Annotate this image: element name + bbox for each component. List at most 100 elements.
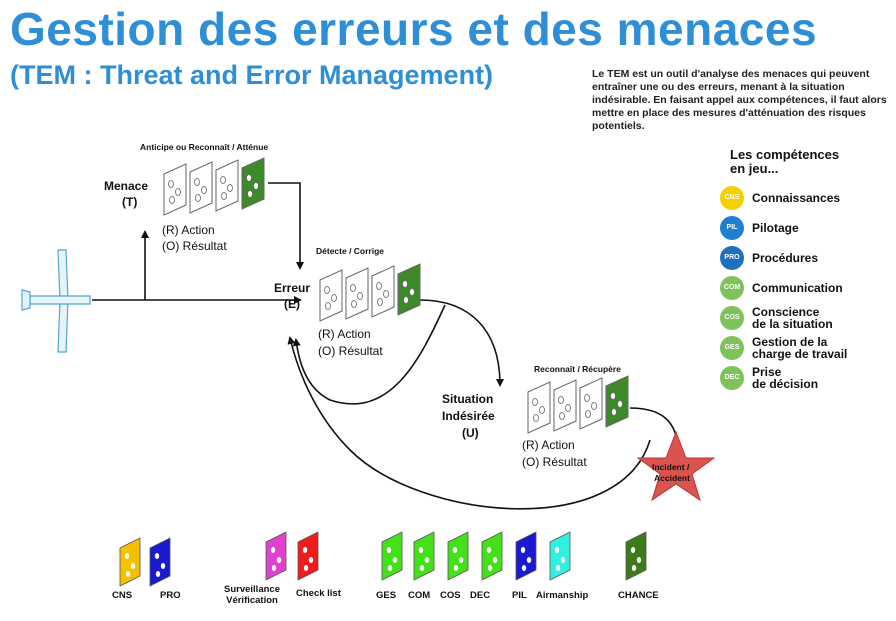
card-dot (559, 412, 565, 420)
card-dot (271, 565, 277, 571)
legend-title-2: en jeu... (730, 161, 779, 177)
card-dot (532, 398, 538, 406)
card-dot (247, 190, 253, 198)
menace-cards (163, 157, 265, 216)
card-dot (520, 547, 526, 553)
card-dot (560, 557, 566, 563)
card-dot (565, 404, 571, 412)
page-subtitle: (TEM : Threat and Error Management) (10, 60, 494, 90)
card-dot (303, 565, 309, 571)
card-dot (584, 394, 590, 402)
legend-title: Les compétences (730, 147, 840, 162)
card-airmanship (549, 531, 571, 581)
card-dot (195, 194, 201, 202)
card-dot (558, 396, 564, 404)
menace-caption: Anticipe ou Reconnaît / Atténue (140, 142, 268, 152)
incident-label: Incident / (652, 462, 690, 472)
card-dot (492, 557, 498, 563)
erreur-caption: Détecte / Corrige (316, 246, 384, 256)
menace-code: (T) (122, 195, 137, 209)
card-dot (486, 547, 492, 553)
card-dot (124, 553, 130, 559)
card-dot (452, 547, 458, 553)
card-dot (194, 178, 200, 186)
card-dot (221, 192, 227, 200)
erreur-action: (R) Action (318, 327, 371, 341)
card-dot (487, 565, 493, 571)
competence-badge: PRO (720, 245, 744, 270)
situation-action: (R) Action (522, 438, 575, 452)
card-cos (447, 531, 469, 581)
card-dot (453, 565, 459, 571)
card-dot (302, 547, 308, 553)
card-dot (154, 553, 160, 559)
card-ges (381, 531, 403, 581)
competence-label: Pilotage (752, 220, 799, 235)
card-dot (631, 565, 637, 571)
situation-code: (U) (462, 426, 479, 440)
page-title: Gestion des erreurs et des menaces (10, 3, 818, 55)
card-dot (554, 547, 560, 553)
situation-label: Situation (442, 392, 493, 406)
card-dot (325, 302, 331, 310)
situation-caption: Reconnaît / Récupère (534, 364, 621, 374)
card-dot (376, 282, 382, 290)
card-dot (220, 176, 226, 184)
glider-icon (21, 249, 91, 353)
card-dot (409, 288, 415, 296)
competence-badge: CNS (720, 185, 744, 210)
card-label-pro: PRO (160, 590, 181, 601)
incident-label-2: Accident (654, 473, 690, 483)
card-dot (377, 298, 383, 306)
incident-star (636, 430, 716, 502)
card-dot (350, 284, 356, 292)
card-dot (160, 563, 166, 569)
card-dot (169, 196, 175, 204)
card-dot (125, 571, 131, 577)
card-dot (276, 557, 282, 563)
card-label-checklist: Check list (296, 588, 341, 599)
card-dot (392, 557, 398, 563)
competence-badge: DEC (720, 365, 744, 390)
erreur-code: (E) (284, 297, 300, 311)
competence-badge: GES (720, 335, 744, 360)
card-dot (533, 414, 539, 422)
card-label-com: COM (408, 590, 431, 601)
card-dot (387, 565, 393, 571)
card-dot (175, 188, 181, 196)
situation-cards (527, 375, 629, 434)
situation-label-2: Indésirée (442, 409, 495, 423)
card-dot (403, 296, 409, 304)
card-dot (155, 571, 161, 577)
competence-badge: COM (720, 275, 744, 300)
erreur-result: (O) Résultat (318, 344, 383, 358)
card-dot (636, 557, 642, 563)
intro-text: Le TEM est un outil d'analyse des menace… (592, 68, 887, 132)
card-label-airmanship: Airmanship (536, 590, 589, 601)
card-dot (402, 280, 408, 288)
card-dot (611, 408, 617, 416)
card-cns (119, 537, 141, 587)
card-surveillance (265, 531, 287, 581)
card-checklist (297, 531, 319, 581)
card-dot (227, 184, 233, 192)
competence-badge: COS (720, 305, 744, 330)
card-dot (630, 547, 636, 553)
card-dot (253, 182, 259, 190)
erreur-label: Erreur (274, 281, 310, 295)
card-dot (585, 410, 591, 418)
card-label-ges: GES (376, 590, 397, 601)
card-dot (591, 402, 597, 410)
card-dot (357, 292, 363, 300)
card-pil (515, 531, 537, 581)
card-dot (610, 392, 616, 400)
menace-action: (R) Action (162, 223, 215, 237)
card-label-pil: PIL (512, 590, 527, 601)
